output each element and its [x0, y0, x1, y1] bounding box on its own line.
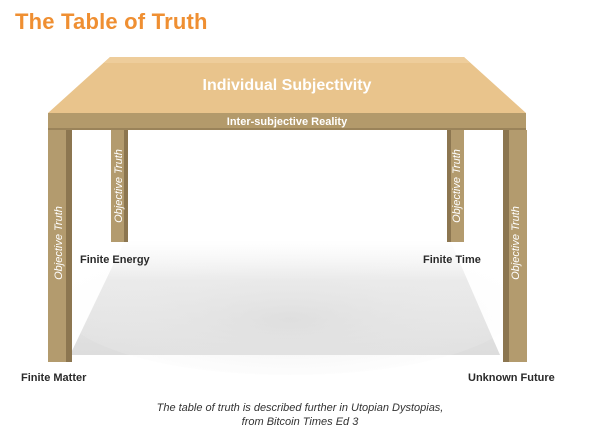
caption-line-1: The table of truth is described further …	[156, 402, 444, 414]
caption: The table of truth is described further …	[0, 401, 600, 429]
corner-label-back-right: Finite Time	[423, 254, 481, 266]
table-edge-band	[48, 113, 526, 130]
leg-label-back-left: Objective Truth	[113, 149, 125, 223]
leg-back-left	[111, 130, 128, 242]
tabletop-label: Individual Subjectivity	[203, 77, 372, 94]
floor-shadow-soft	[60, 235, 520, 375]
band-label: Inter-subjective Reality	[227, 116, 348, 128]
leg-back-right	[447, 130, 464, 242]
caption-line-2: from Bitcoin Times Ed 3	[241, 416, 359, 428]
tabletop-highlight	[104, 57, 470, 63]
corner-label-front-right: Unknown Future	[468, 372, 555, 384]
leg-front-right	[503, 130, 527, 362]
leg-label-back-right: Objective Truth	[451, 149, 463, 223]
table-edge-bottom	[48, 128, 526, 130]
corner-label-back-left: Finite Energy	[80, 254, 150, 266]
leg-front-left	[48, 130, 72, 362]
tabletop	[48, 57, 526, 113]
page-title: The Table of Truth	[15, 9, 208, 34]
leg-label-front-left: Objective Truth	[53, 206, 65, 280]
leg-label-front-right: Objective Truth	[510, 206, 522, 280]
corner-label-front-left: Finite Matter	[21, 372, 87, 384]
